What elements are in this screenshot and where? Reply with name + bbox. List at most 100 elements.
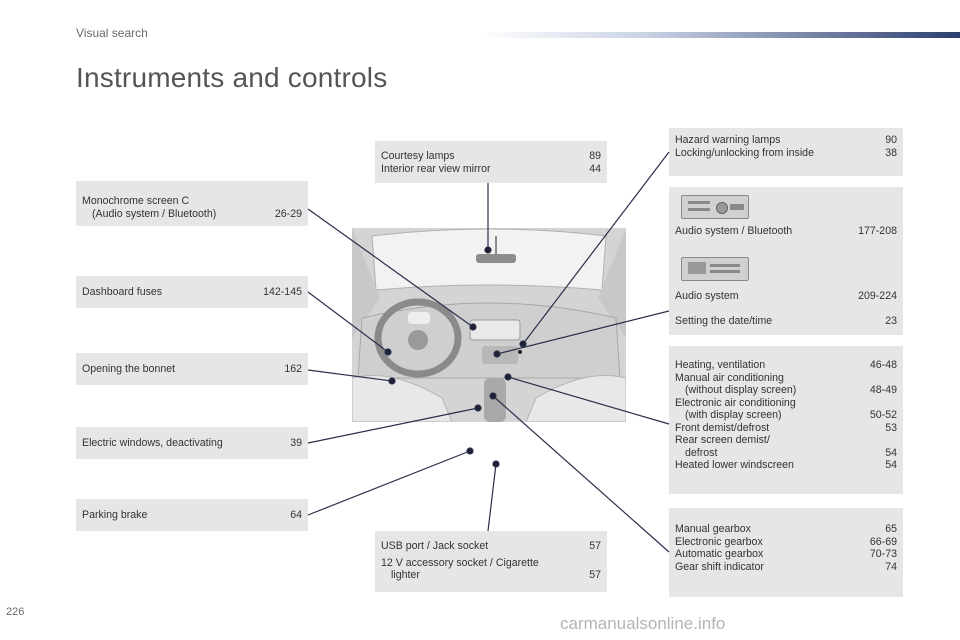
item-page: 209-224 — [858, 290, 897, 302]
box-usb-port: USB port / Jack socket 57 12 V accessory … — [375, 531, 607, 592]
list-item: Front demist/defrost 53 — [675, 422, 897, 435]
list-item: lighter 57 — [381, 569, 601, 582]
list-item: Monochrome screen C — [82, 195, 302, 208]
item-page: 53 — [885, 421, 897, 434]
item-label: Rear screen demist/ — [675, 434, 770, 446]
bluetooth-radio-icon — [681, 195, 749, 219]
box-heating: Heating, ventilation 46-48 Manual air con… — [669, 346, 903, 494]
box-parking-brake: Parking brake 64 — [76, 499, 308, 531]
item-page: 162 — [284, 363, 302, 375]
dashboard-illustration — [352, 228, 626, 422]
item-label: Monochrome screen C — [82, 195, 190, 207]
item-page: 23 — [885, 315, 897, 327]
box-dashboard-fuses: Dashboard fuses 142-145 — [76, 276, 308, 308]
item-page: 142-145 — [263, 286, 302, 298]
item-label: Audio system — [675, 290, 739, 302]
item-page: 57 — [589, 569, 601, 581]
box-courtesy-lamps: Courtesy lamps 89 Interior rear view mirr… — [375, 141, 607, 183]
item-page: 66-69 — [869, 535, 897, 548]
list-item: Rear screen demist/ — [675, 434, 897, 447]
header-bar — [478, 32, 960, 38]
box-opening-bonnet: Opening the bonnet 162 — [76, 353, 308, 385]
list-item: Electronic air conditioning — [675, 397, 897, 410]
item-label: USB port / Jack socket — [381, 540, 489, 552]
page-title: Instruments and controls — [76, 62, 388, 93]
item-label: Interior rear view mirror — [381, 162, 491, 175]
item-label: lighter — [391, 569, 420, 581]
item-page: 89 — [589, 150, 601, 162]
item-label: Electric windows, deactivating — [82, 437, 223, 449]
item-label: Courtesy lamps — [381, 150, 455, 162]
item-label: Locking/unlocking from inside — [675, 146, 814, 159]
item-label: Opening the bonnet — [82, 363, 176, 375]
item-label: Heating, ventilation — [675, 359, 766, 371]
item-label: Hazard warning lamps — [675, 134, 781, 146]
item-label: Dashboard fuses — [82, 286, 163, 298]
list-item: Hazard warning lamps 90 — [675, 134, 897, 147]
list-item: 12 V accessory socket / Cigarette — [381, 557, 601, 570]
item-label: (Audio system / Bluetooth) — [92, 207, 217, 220]
list-item: Manual gearbox 65 — [675, 523, 897, 536]
watermark: carmanualsonline.info — [560, 614, 726, 633]
item-page: 50-52 — [869, 409, 897, 421]
box-monochrome-screen: Monochrome screen C (Audio system / Blue… — [76, 181, 308, 226]
list-item: Heated lower windscreen 54 — [675, 459, 897, 472]
item-label: Parking brake — [82, 509, 148, 521]
item-label: Gear shift indicator — [675, 560, 764, 573]
box-gearbox: Manual gearbox 65 Electronic gearbox 66-69… — [669, 508, 903, 597]
item-page: 44 — [589, 162, 601, 175]
list-item: Heating, ventilation 46-48 — [675, 359, 897, 372]
list-item: (without display screen) 48-49 — [675, 384, 897, 397]
list-item: Audio system 209-224 — [675, 290, 897, 303]
item-page: 26-29 — [274, 207, 302, 220]
list-item: Gear shift indicator 74 — [675, 561, 897, 574]
item-label: Setting the date/time — [675, 315, 773, 327]
list-item: Automatic gearbox 70-73 — [675, 548, 897, 561]
list-item: Setting the date/time 23 — [675, 315, 897, 328]
radio-unit-icon — [681, 257, 749, 281]
list-item: (Audio system / Bluetooth) 26-29 — [82, 208, 302, 221]
item-label: Manual gearbox — [675, 523, 751, 535]
item-page: 177-208 — [858, 225, 897, 237]
list-item: (with display screen) 50-52 — [675, 409, 897, 422]
item-page: 54 — [885, 459, 897, 471]
item-label: Automatic gearbox — [675, 548, 764, 560]
item-page: 90 — [885, 134, 897, 146]
list-item: USB port / Jack socket 57 — [381, 540, 601, 553]
item-page: 64 — [290, 509, 302, 521]
page-number: 226 — [6, 606, 25, 618]
item-page: 74 — [885, 560, 897, 573]
list-item: Courtesy lamps 89 — [381, 150, 601, 163]
item-label: Electronic gearbox — [675, 535, 763, 548]
list-item: Interior rear view mirror 44 — [381, 163, 601, 176]
box-hazard-lamps: Hazard warning lamps 90 Locking/unlocking… — [669, 128, 903, 176]
item-page: 70-73 — [869, 548, 897, 560]
item-label: Audio system / Bluetooth — [675, 225, 793, 237]
item-page: 39 — [290, 437, 302, 449]
item-page: 54 — [885, 446, 897, 459]
item-label: 12 V accessory socket / Cigarette — [381, 556, 539, 569]
item-label: defrost — [685, 446, 718, 459]
item-label: (with display screen) — [685, 409, 782, 421]
item-label: Heated lower windscreen — [675, 459, 794, 471]
item-page: 57 — [589, 540, 601, 552]
item-page: 65 — [885, 523, 897, 535]
item-label: (without display screen) — [685, 384, 797, 396]
item-label: Front demist/defrost — [675, 421, 770, 434]
list-item: defrost 54 — [675, 447, 897, 460]
box-electric-windows: Electric windows, deactivating 39 — [76, 427, 308, 459]
item-label: Electronic air conditioning — [675, 396, 796, 409]
box-audio-system: Audio system / Bluetooth 177-208 Audio sy… — [669, 187, 903, 335]
list-item: Electric windows, deactivating 39 — [82, 437, 302, 450]
list-item: Parking brake 64 — [82, 509, 302, 522]
item-page: 48-49 — [869, 384, 897, 396]
section-label: Visual search — [76, 26, 148, 40]
list-item: Manual air conditioning — [675, 372, 897, 385]
list-item: Dashboard fuses 142-145 — [82, 286, 302, 299]
item-page: 46-48 — [869, 359, 897, 371]
list-item: Audio system / Bluetooth 177-208 — [675, 225, 897, 238]
item-label: Manual air conditioning — [675, 371, 784, 384]
list-item: Opening the bonnet 162 — [82, 363, 302, 376]
